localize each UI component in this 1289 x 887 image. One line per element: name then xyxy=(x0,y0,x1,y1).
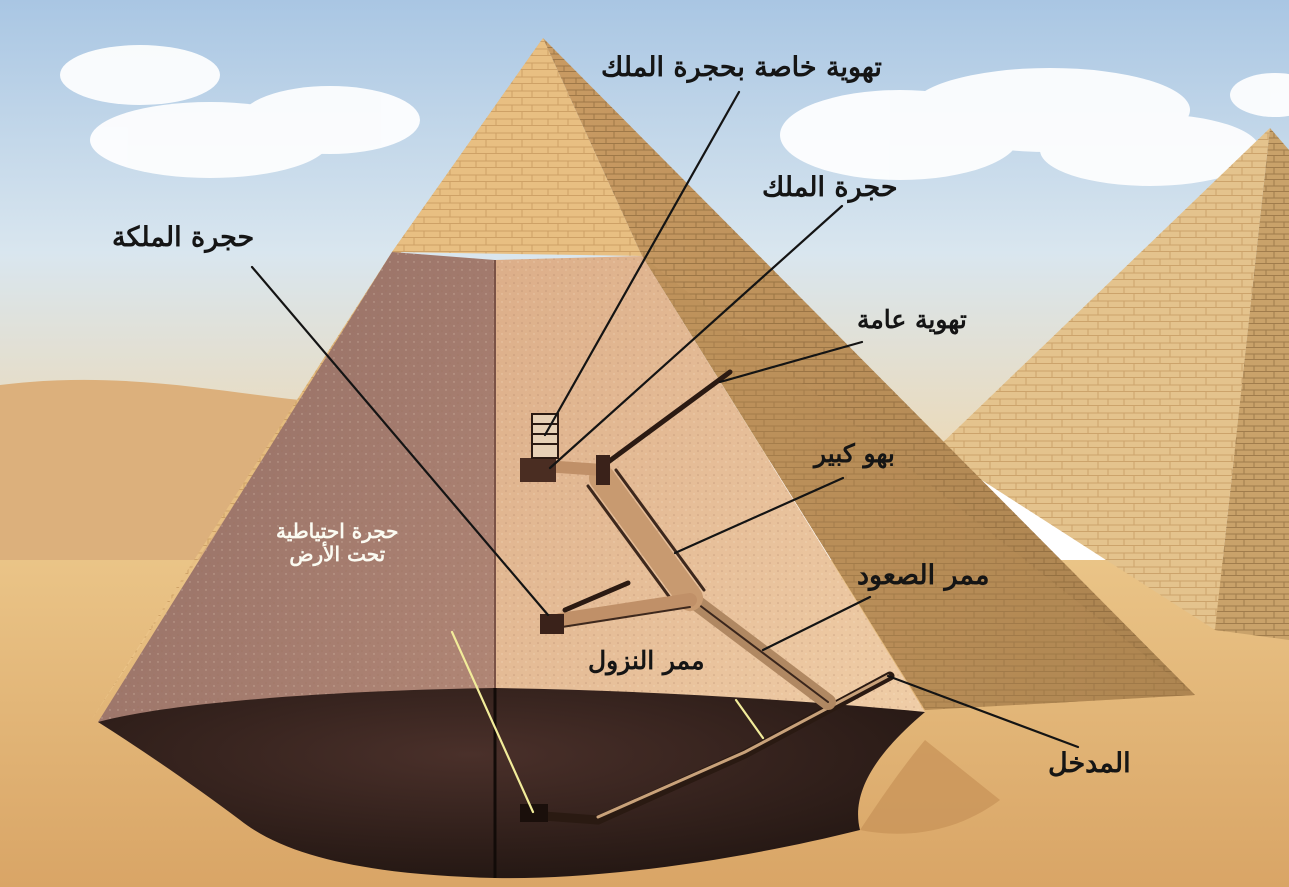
leader-grand-gallery xyxy=(673,476,845,555)
underground-pit xyxy=(98,688,1000,879)
label-king-chamber: حجرة الملك xyxy=(762,172,898,203)
passages xyxy=(524,369,895,825)
queen-corridor xyxy=(553,593,697,627)
label-reserve-chamber: حجرة احتياطية تحت الأرض xyxy=(276,520,399,566)
leader-ascending xyxy=(761,595,872,652)
queen-chamber-box xyxy=(540,614,564,634)
label-reserve-line1: حجرة احتياطية xyxy=(276,519,399,543)
label-general-vent: تهوية عامة xyxy=(857,305,967,334)
label-king-vent: تهوية خاصة بحجرة الملك xyxy=(601,52,882,83)
chambers xyxy=(520,413,610,822)
general-vent xyxy=(597,369,733,471)
leader-entrance xyxy=(886,674,1080,749)
label-descending: ممر النزول xyxy=(588,646,705,675)
leader-general-vent xyxy=(718,340,864,384)
leader-descending xyxy=(734,698,765,740)
clouds xyxy=(60,45,1289,186)
leader-king-vent xyxy=(543,90,741,437)
king-chamber-box xyxy=(520,458,556,482)
label-reserve-line2: تحت الأرض xyxy=(289,542,386,566)
leader-king-chamber xyxy=(548,204,844,470)
leader-queen-chamber xyxy=(250,265,550,617)
reserve-chamber-box xyxy=(520,804,548,822)
label-grand-gallery: بهو كبير xyxy=(814,439,895,468)
label-ascending: ممر الصعود xyxy=(857,560,990,591)
label-queen-chamber: حجرة الملكة xyxy=(112,222,255,253)
label-entrance: المدخل xyxy=(1048,748,1131,779)
leader-lines xyxy=(250,90,1080,814)
leader-reserve-chamber xyxy=(450,630,535,814)
grand-gallery xyxy=(589,465,703,611)
background-pyramid xyxy=(935,128,1289,640)
